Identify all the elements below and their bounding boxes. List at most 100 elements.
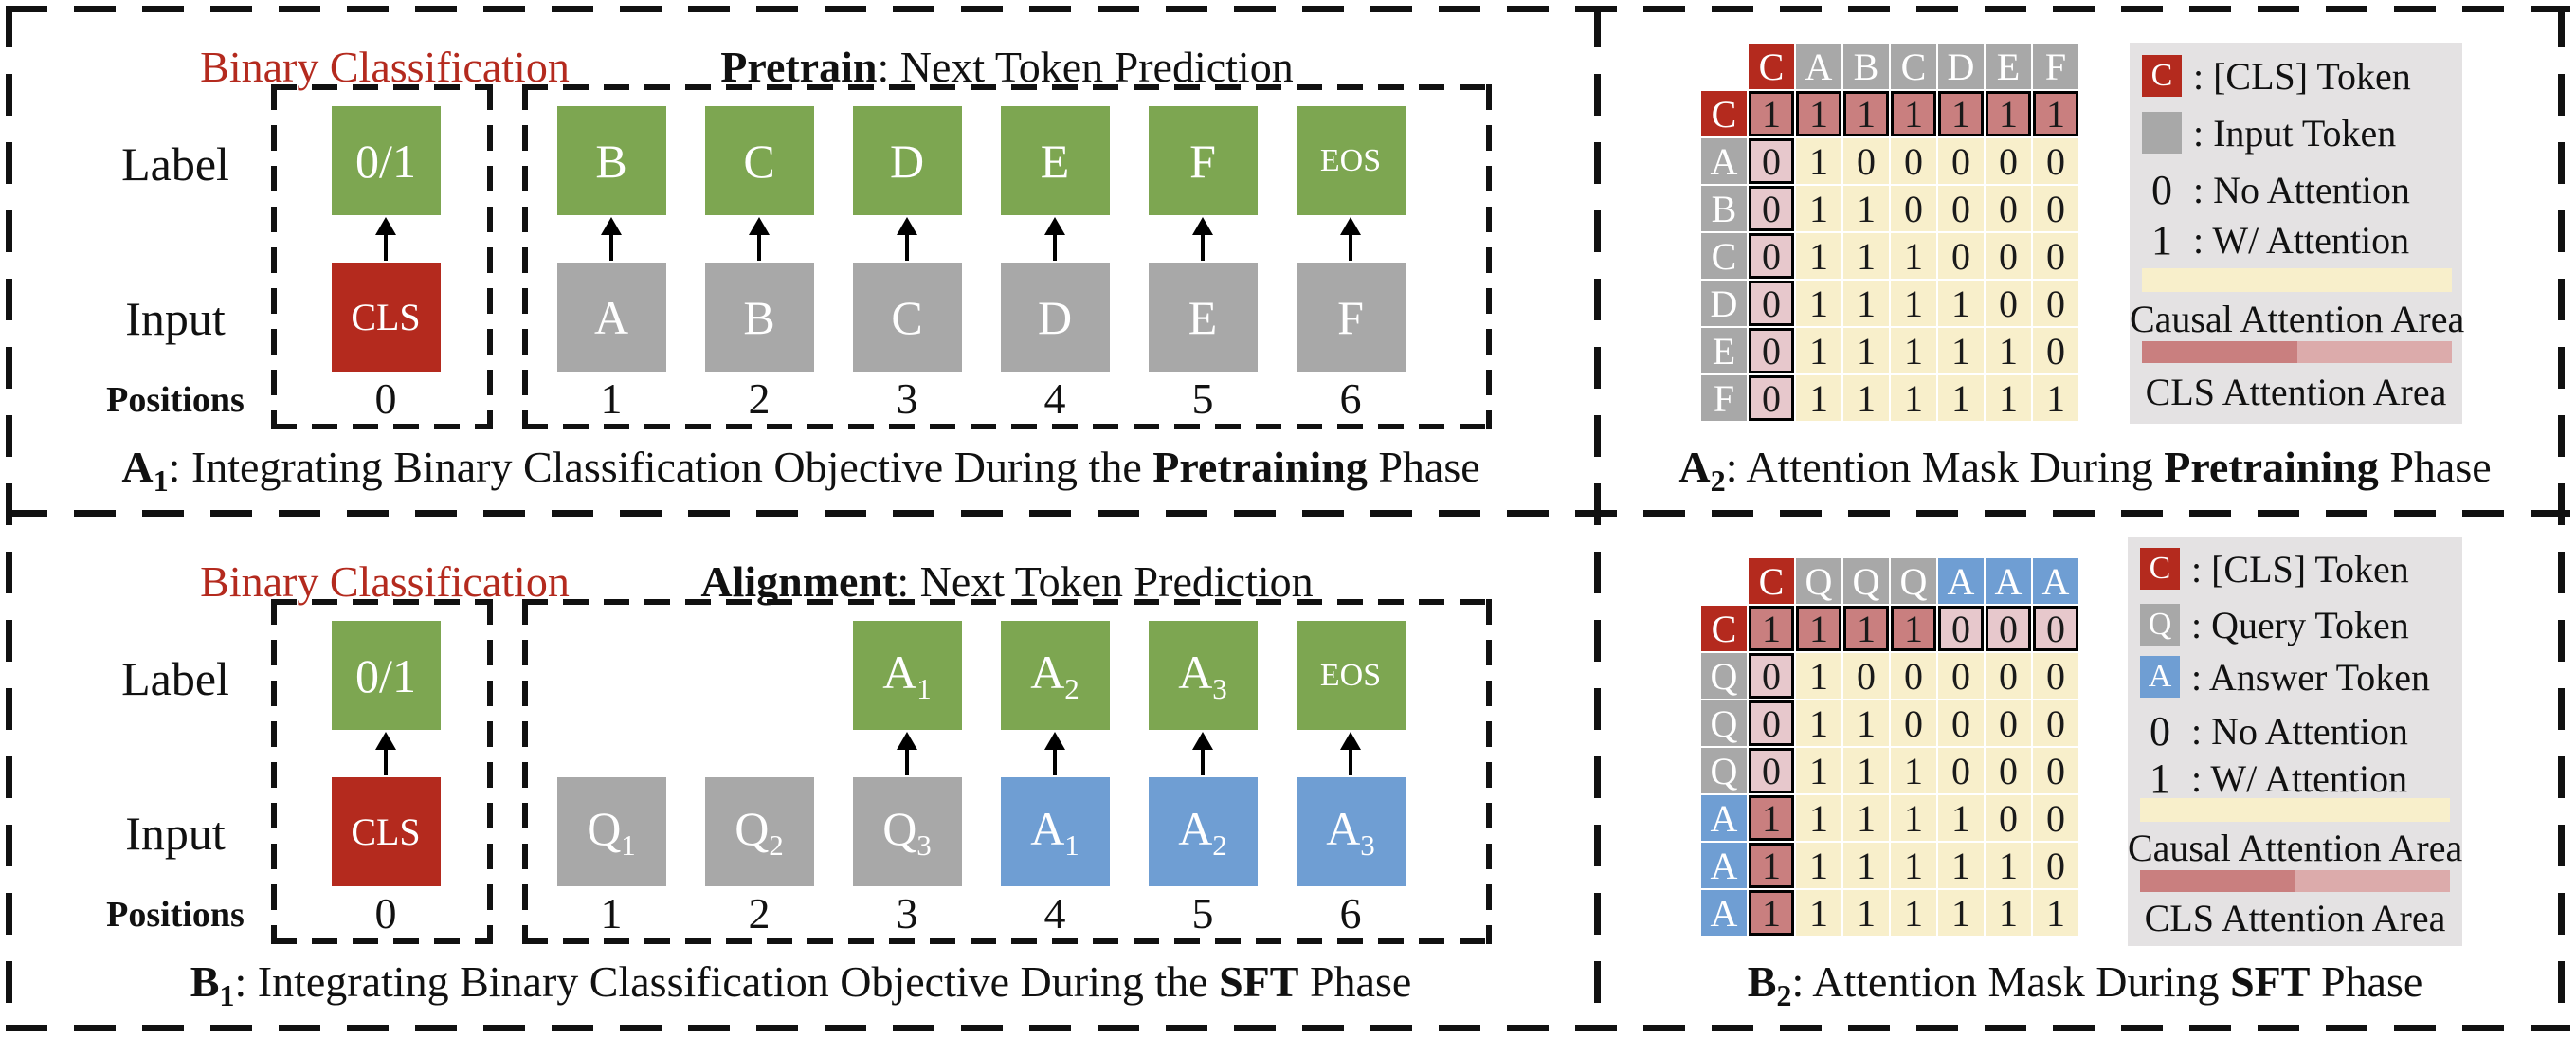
- token-text: F: [1189, 134, 1216, 188]
- token-text: C: [891, 290, 923, 344]
- text-segment: B: [190, 957, 220, 1006]
- mask-cell: 1: [1891, 281, 1936, 326]
- input-token-box: Q1: [556, 777, 666, 886]
- mask-cell: 1: [1986, 890, 2031, 936]
- causal-area-label: Causal Attention Area: [2128, 827, 2463, 869]
- mask-cell: 1: [1843, 281, 1889, 326]
- cls-token-box: CLS: [331, 777, 441, 886]
- mask-cell: 1: [1796, 653, 1841, 699]
- mask-cell: 1: [1796, 700, 1841, 746]
- legend-item-label: : Query Token: [2191, 603, 2409, 646]
- input-token-box: Q3: [852, 777, 962, 886]
- token-text: A1: [1030, 802, 1079, 862]
- mask-row-header: E: [1701, 328, 1747, 373]
- legend-value-glyph: 1: [2150, 755, 2170, 802]
- mask-cell: 0: [1749, 138, 1794, 184]
- mask-cell: 1: [1749, 795, 1794, 841]
- token-text: A: [593, 290, 629, 344]
- token-text: Q3: [882, 802, 932, 862]
- mask-cell: 1: [1891, 843, 1936, 888]
- mask-cell: 1: [1938, 328, 1984, 373]
- mask-col-header: A: [1938, 558, 1984, 604]
- a1-caption: A1: Integrating Binary Classification Ob…: [57, 442, 1545, 499]
- text-segment: A: [121, 443, 154, 491]
- mask-cell: 0: [1749, 281, 1794, 326]
- input-token-box: D: [1000, 263, 1110, 372]
- cls-area-label: CLS Attention Area: [2144, 897, 2446, 939]
- mask-cell: 1: [1986, 91, 2031, 136]
- mask-cell: 0: [1891, 653, 1936, 699]
- arrow-head-icon: [375, 732, 396, 750]
- input-token-box: B: [704, 263, 814, 372]
- mask-cell: 0: [2033, 843, 2078, 888]
- cls-area-swatch: [2142, 341, 2452, 363]
- mask-col-header: A: [1986, 558, 2031, 604]
- a1-input-row-title: Input: [125, 292, 226, 345]
- mask-cell: 1: [1843, 186, 1889, 231]
- token-text: CLS: [351, 296, 421, 338]
- mask-cell: 0: [1938, 748, 1984, 793]
- mask-row-header: C: [1701, 606, 1747, 651]
- label-token-box: B: [556, 106, 666, 215]
- position-number: 0: [374, 374, 397, 423]
- mask-cell: 1: [1796, 795, 1841, 841]
- mask-cell: 0: [1938, 233, 1984, 279]
- legend-item: : Input Token: [2142, 111, 2397, 155]
- mask-col-header: F: [2033, 44, 2078, 89]
- text-segment: Phase: [1298, 957, 1412, 1006]
- a1-binary-classification-heading: Binary Classification: [200, 43, 570, 91]
- legend-item-label: : [CLS] Token: [2191, 547, 2409, 591]
- mask-row-header: A: [1701, 138, 1747, 184]
- arrow-head-icon: [1340, 732, 1361, 750]
- arrow-up-icon: [1192, 217, 1213, 261]
- text-segment: 2: [1776, 978, 1792, 1013]
- mask-cell: 1: [1938, 91, 1984, 136]
- mask-cell: 0: [1843, 653, 1889, 699]
- label-token-box: E: [1000, 106, 1110, 215]
- outer-border-bottom: [6, 1025, 2570, 1031]
- text-segment: SFT: [2230, 957, 2311, 1006]
- legend-token-swatch: C: [2142, 55, 2182, 97]
- cls-area-swatch: [2140, 870, 2450, 892]
- token-subscript: 1: [1064, 828, 1079, 862]
- legend-value-glyph: 0: [2150, 707, 2170, 755]
- mask-cell: 1: [1938, 795, 1984, 841]
- mask-col-header: Q: [1891, 558, 1936, 604]
- mask-cell: 0: [1986, 281, 2031, 326]
- arrow-stem: [1201, 746, 1205, 775]
- token-text: A3: [1326, 802, 1375, 862]
- token-text: D: [1037, 290, 1073, 344]
- mask-cell: 1: [1938, 843, 1984, 888]
- mask-cell: 0: [1749, 186, 1794, 231]
- arrow-head-icon: [1340, 217, 1361, 235]
- b1-binary-classification-heading: Binary Classification: [200, 557, 570, 606]
- arrow-up-icon: [749, 217, 770, 261]
- position-number: 1: [600, 889, 623, 937]
- cls-area-label: CLS Attention Area: [2145, 371, 2447, 413]
- legend-value-glyph: 1: [2151, 216, 2172, 264]
- mask-cell: 1: [1986, 328, 2031, 373]
- mask-cell: 0: [1986, 606, 2031, 651]
- mask-cell: 0: [1986, 748, 2031, 793]
- mask-cell: 1: [1796, 606, 1841, 651]
- position-number: 3: [896, 374, 918, 423]
- mask-cell: 1: [1843, 328, 1889, 373]
- mask-cell: 1: [1843, 795, 1889, 841]
- mask-cell: 0: [2033, 606, 2078, 651]
- arrow-head-icon: [1044, 217, 1065, 235]
- token-subscript: 3: [1212, 672, 1227, 705]
- arrow-up-icon: [1044, 732, 1065, 775]
- arrow-stem: [905, 746, 909, 775]
- mask-cell: 0: [1843, 138, 1889, 184]
- label-token-box: F: [1148, 106, 1258, 215]
- mask-row-header: Q: [1701, 653, 1747, 699]
- input-token-box: F: [1296, 263, 1406, 372]
- mask-cell: 0: [1986, 653, 2031, 699]
- arrow-stem: [1201, 231, 1205, 261]
- mask-col-header: B: [1843, 44, 1889, 89]
- legend-item-label: : Input Token: [2193, 111, 2397, 155]
- input-token-box: E: [1148, 263, 1258, 372]
